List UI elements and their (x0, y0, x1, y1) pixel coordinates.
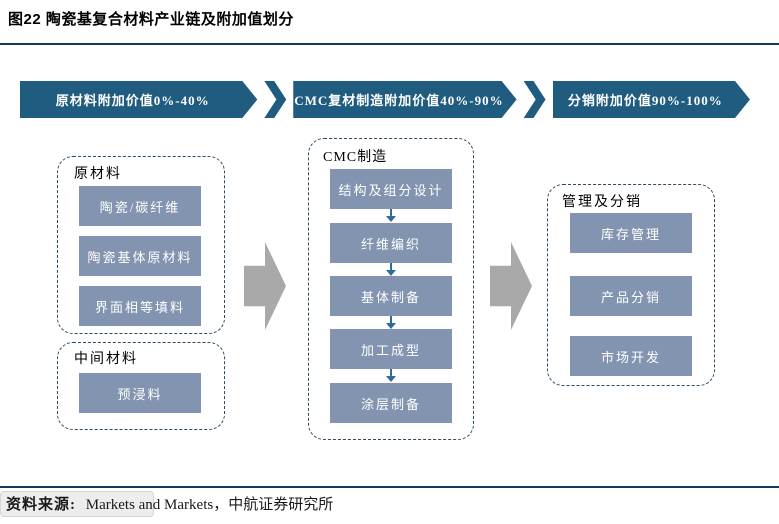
process-node: 陶瓷基体原材料 (79, 236, 201, 276)
process-node: 涂层制备 (330, 383, 452, 423)
down-arrow-icon (386, 263, 396, 276)
group-cmc-manufacturing: CMC制造 结构及组分设计 纤维编织 基体制备 加工成型 涂层制备 (308, 138, 474, 440)
group-label: 原材料 (74, 167, 122, 182)
group-raw-materials: 原材料 陶瓷/碳纤维 陶瓷基体原材料 界面相等填料 (57, 156, 225, 334)
group-label: CMC制造 (323, 150, 388, 165)
process-node: 基体制备 (330, 276, 452, 316)
process-node: 库存管理 (570, 213, 692, 253)
banner-segment-label: 原材料附加价值0%-40% (55, 93, 210, 108)
process-node: 界面相等填料 (79, 286, 201, 326)
banner-segment-label: 分销附加价值90%-100% (567, 93, 723, 108)
bottom-divider (0, 486, 779, 488)
group-label: 管理及分销 (562, 195, 642, 210)
down-arrow-icon (386, 369, 396, 382)
flow-arrow-icon (490, 242, 532, 330)
process-node: 产品分销 (570, 276, 692, 316)
down-arrow-icon (386, 316, 396, 329)
figure-title: 图22 陶瓷基复合材料产业链及附加值划分 (8, 11, 294, 28)
banner-segment-raw-materials: 原材料附加价值0%-40% (20, 81, 257, 118)
value-chain-banner: 原材料附加价值0%-40% CMC复材制造附加价值40%-90% 分销附加价值9… (20, 81, 750, 118)
process-node: 加工成型 (330, 329, 452, 369)
banner-segment-label: CMC复材制造附加价值40%-90% (294, 93, 504, 108)
chevron-right-icon (264, 81, 287, 118)
source-note: 资料来源: Markets and Markets，中航证券研究所 (0, 491, 334, 517)
group-management-distribution: 管理及分销 库存管理 产品分销 市场开发 (547, 184, 715, 386)
banner-segment-distribution: 分销附加价值90%-100% (553, 81, 750, 118)
group-intermediate-materials: 中间材料 预浸料 (57, 342, 225, 430)
group-label: 中间材料 (74, 352, 138, 367)
process-node: 预浸料 (79, 373, 201, 413)
banner-segment-cmc-manufacturing: CMC复材制造附加价值40%-90% (293, 81, 516, 118)
source-label: 资料来源: (6, 497, 76, 513)
process-node: 结构及组分设计 (330, 169, 452, 209)
process-node: 纤维编织 (330, 223, 452, 263)
top-divider (0, 43, 779, 45)
chevron-right-icon (523, 81, 546, 118)
process-node: 市场开发 (570, 336, 692, 376)
down-arrow-icon (386, 209, 396, 222)
flow-arrow-icon (244, 242, 286, 330)
source-text: Markets and Markets，中航证券研究所 (85, 497, 334, 513)
watermark (0, 491, 154, 517)
process-node: 陶瓷/碳纤维 (79, 186, 201, 226)
